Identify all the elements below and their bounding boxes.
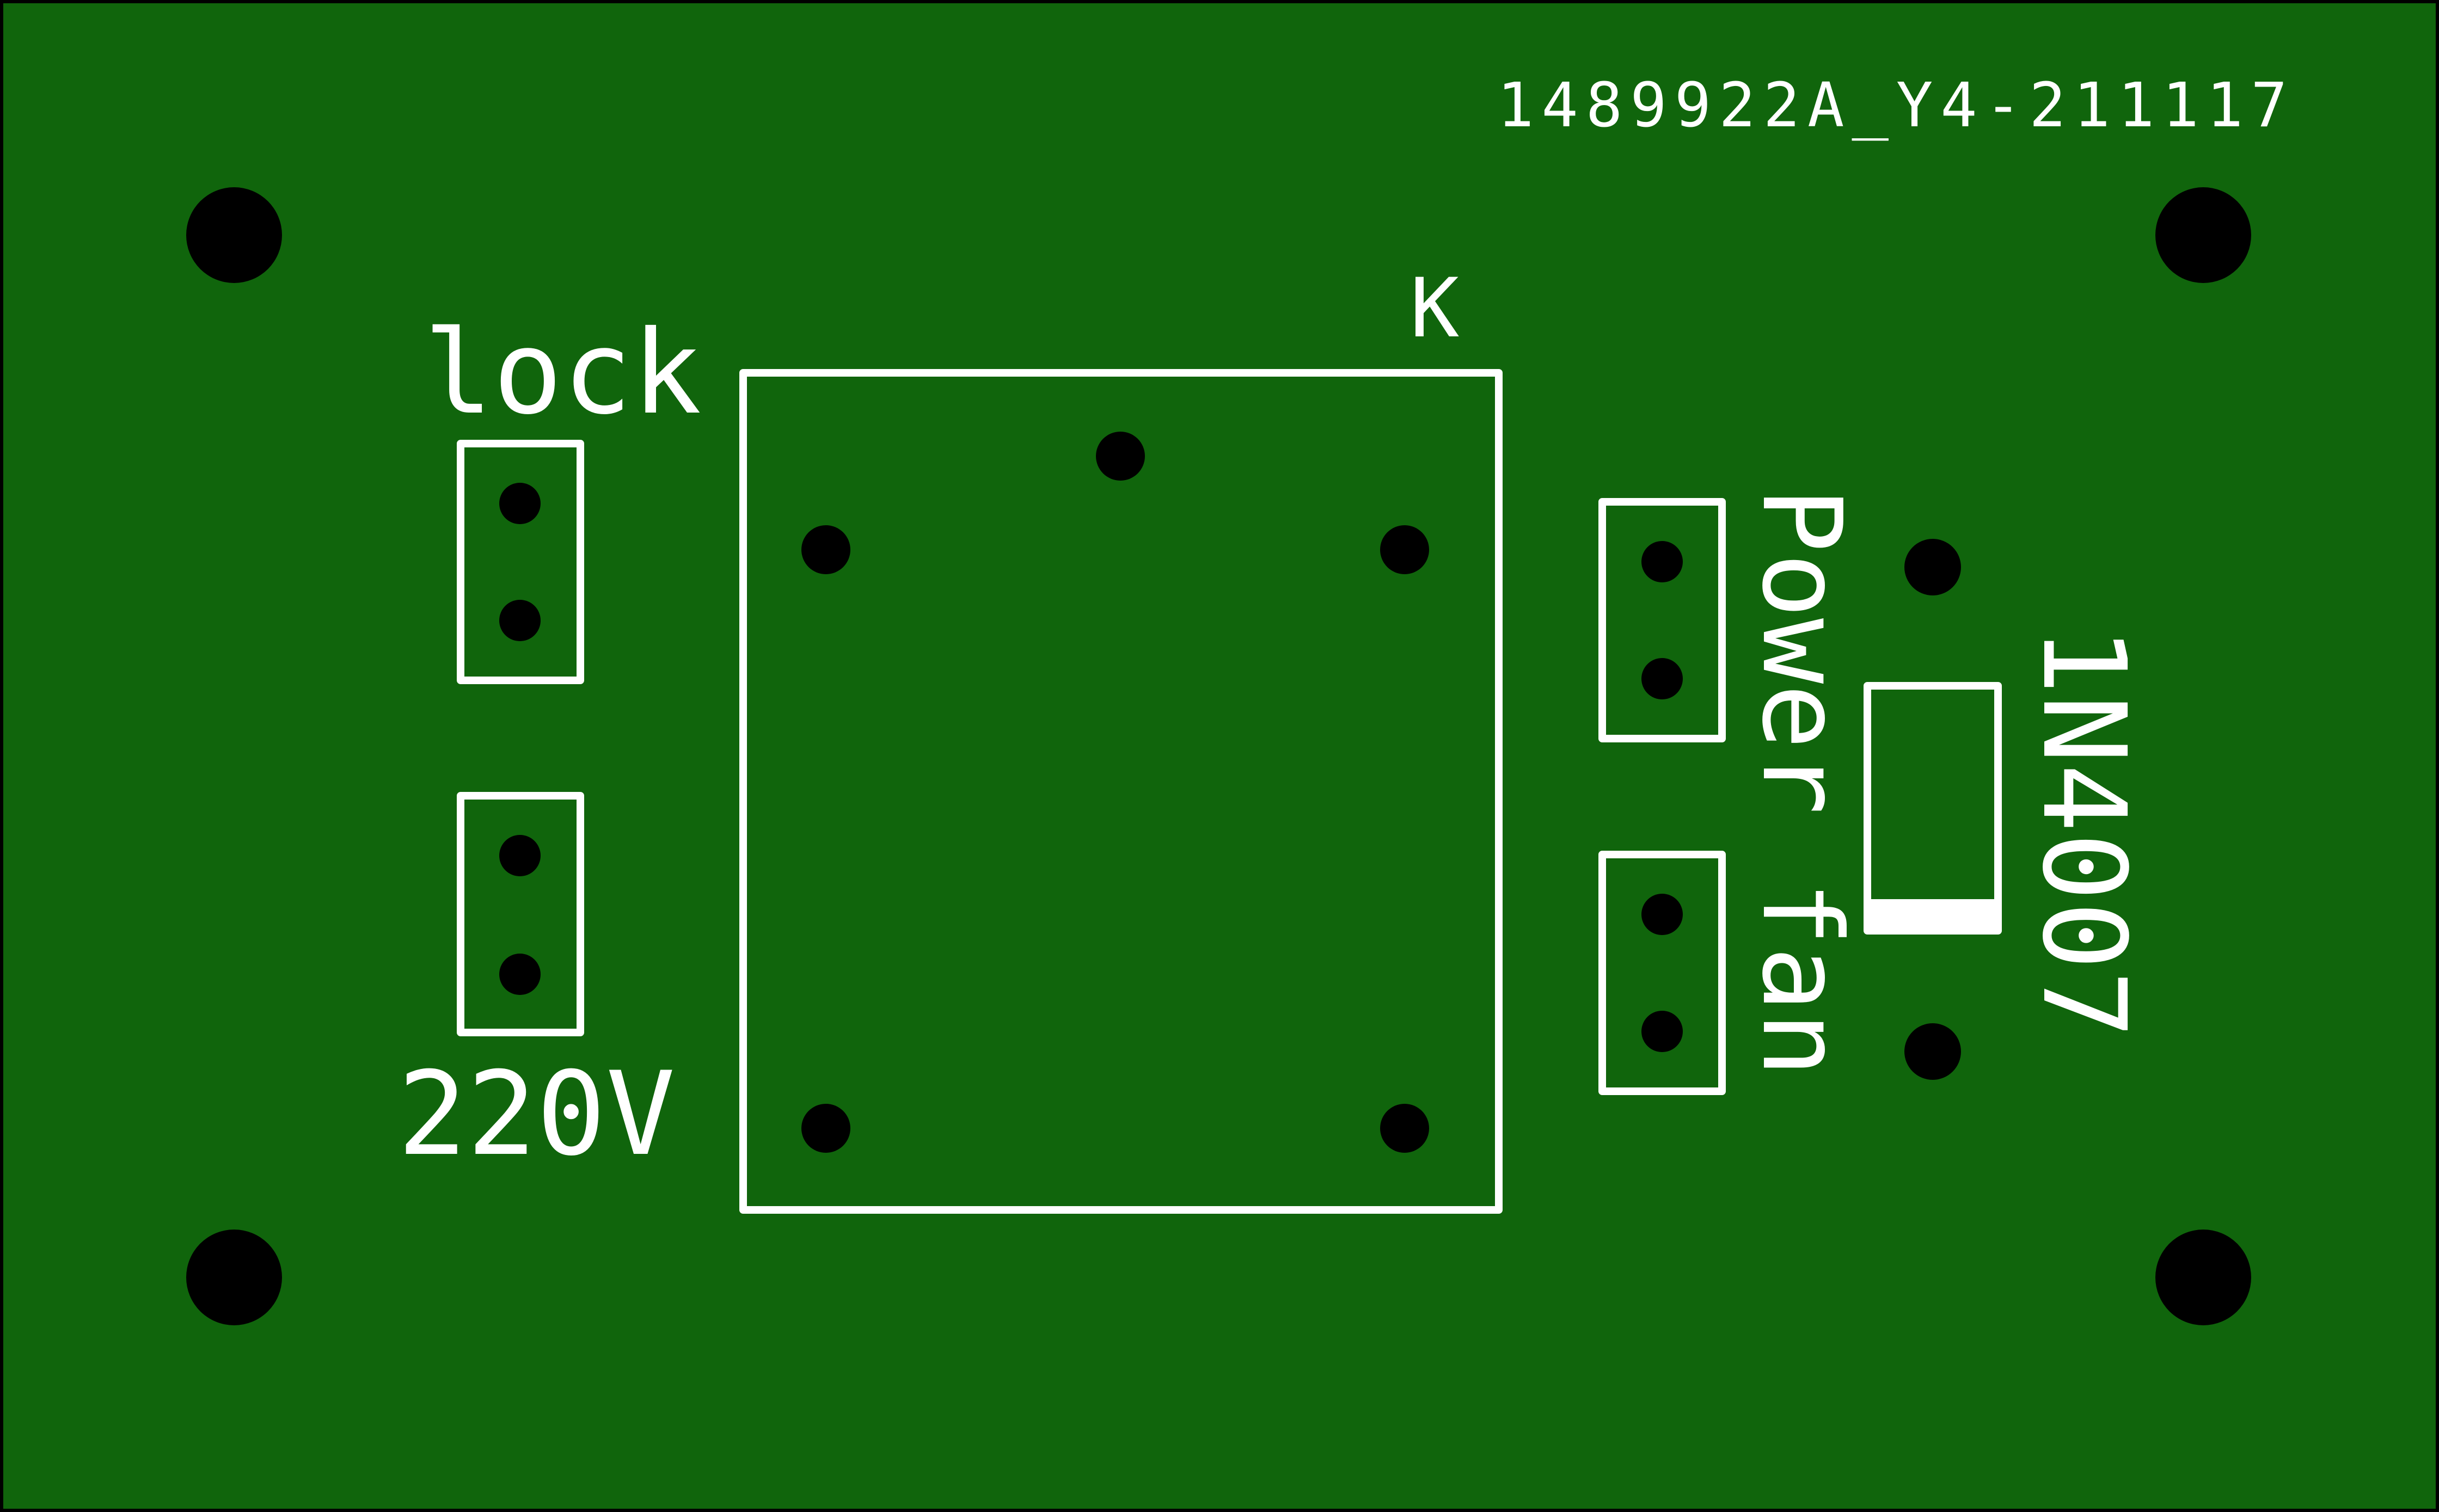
relay-k-label: K — [1410, 261, 1459, 356]
diode-footprint — [1864, 539, 2002, 1080]
lock-connector — [457, 440, 584, 684]
fan-label: fan — [1738, 881, 1865, 1077]
220v-pin-2 — [499, 954, 541, 995]
220v-pin-1 — [499, 835, 541, 876]
fan-connector — [1598, 851, 1726, 1095]
diode-pin-anode — [1904, 539, 1961, 595]
lock-pin-2 — [499, 600, 541, 641]
fan-pin-1 — [1641, 894, 1683, 935]
power-pin-2 — [1641, 658, 1683, 699]
relay-pin-right-lower — [1380, 1104, 1429, 1153]
relay-outline — [739, 369, 1503, 1214]
relay-pin-left-upper — [801, 525, 850, 574]
fan-pin-2 — [1641, 1011, 1683, 1052]
board-id-label: 1489922A_Y4-211117 — [1497, 70, 2295, 141]
mounting-hole-bottom-left — [186, 1230, 282, 1325]
relay-pin-top — [1096, 432, 1145, 481]
lock-pin-1 — [499, 483, 541, 524]
220v-label: 220V — [397, 1047, 676, 1181]
relay-pin-left-lower — [801, 1104, 850, 1153]
power-label: Power — [1738, 487, 1865, 815]
power-pin-1 — [1641, 541, 1683, 582]
mounting-hole-bottom-right — [2155, 1230, 2251, 1325]
diode-pin-cathode — [1904, 1023, 1961, 1080]
diode-cathode-band — [1867, 899, 1998, 931]
relay-pin-right-upper — [1380, 525, 1429, 574]
mounting-hole-top-right — [2155, 187, 2251, 283]
220v-connector — [457, 792, 584, 1036]
diode-label: 1N4007 — [2017, 626, 2150, 1039]
lock-label: lock — [424, 305, 702, 440]
power-connector — [1598, 498, 1726, 742]
mounting-hole-top-left — [186, 187, 282, 283]
